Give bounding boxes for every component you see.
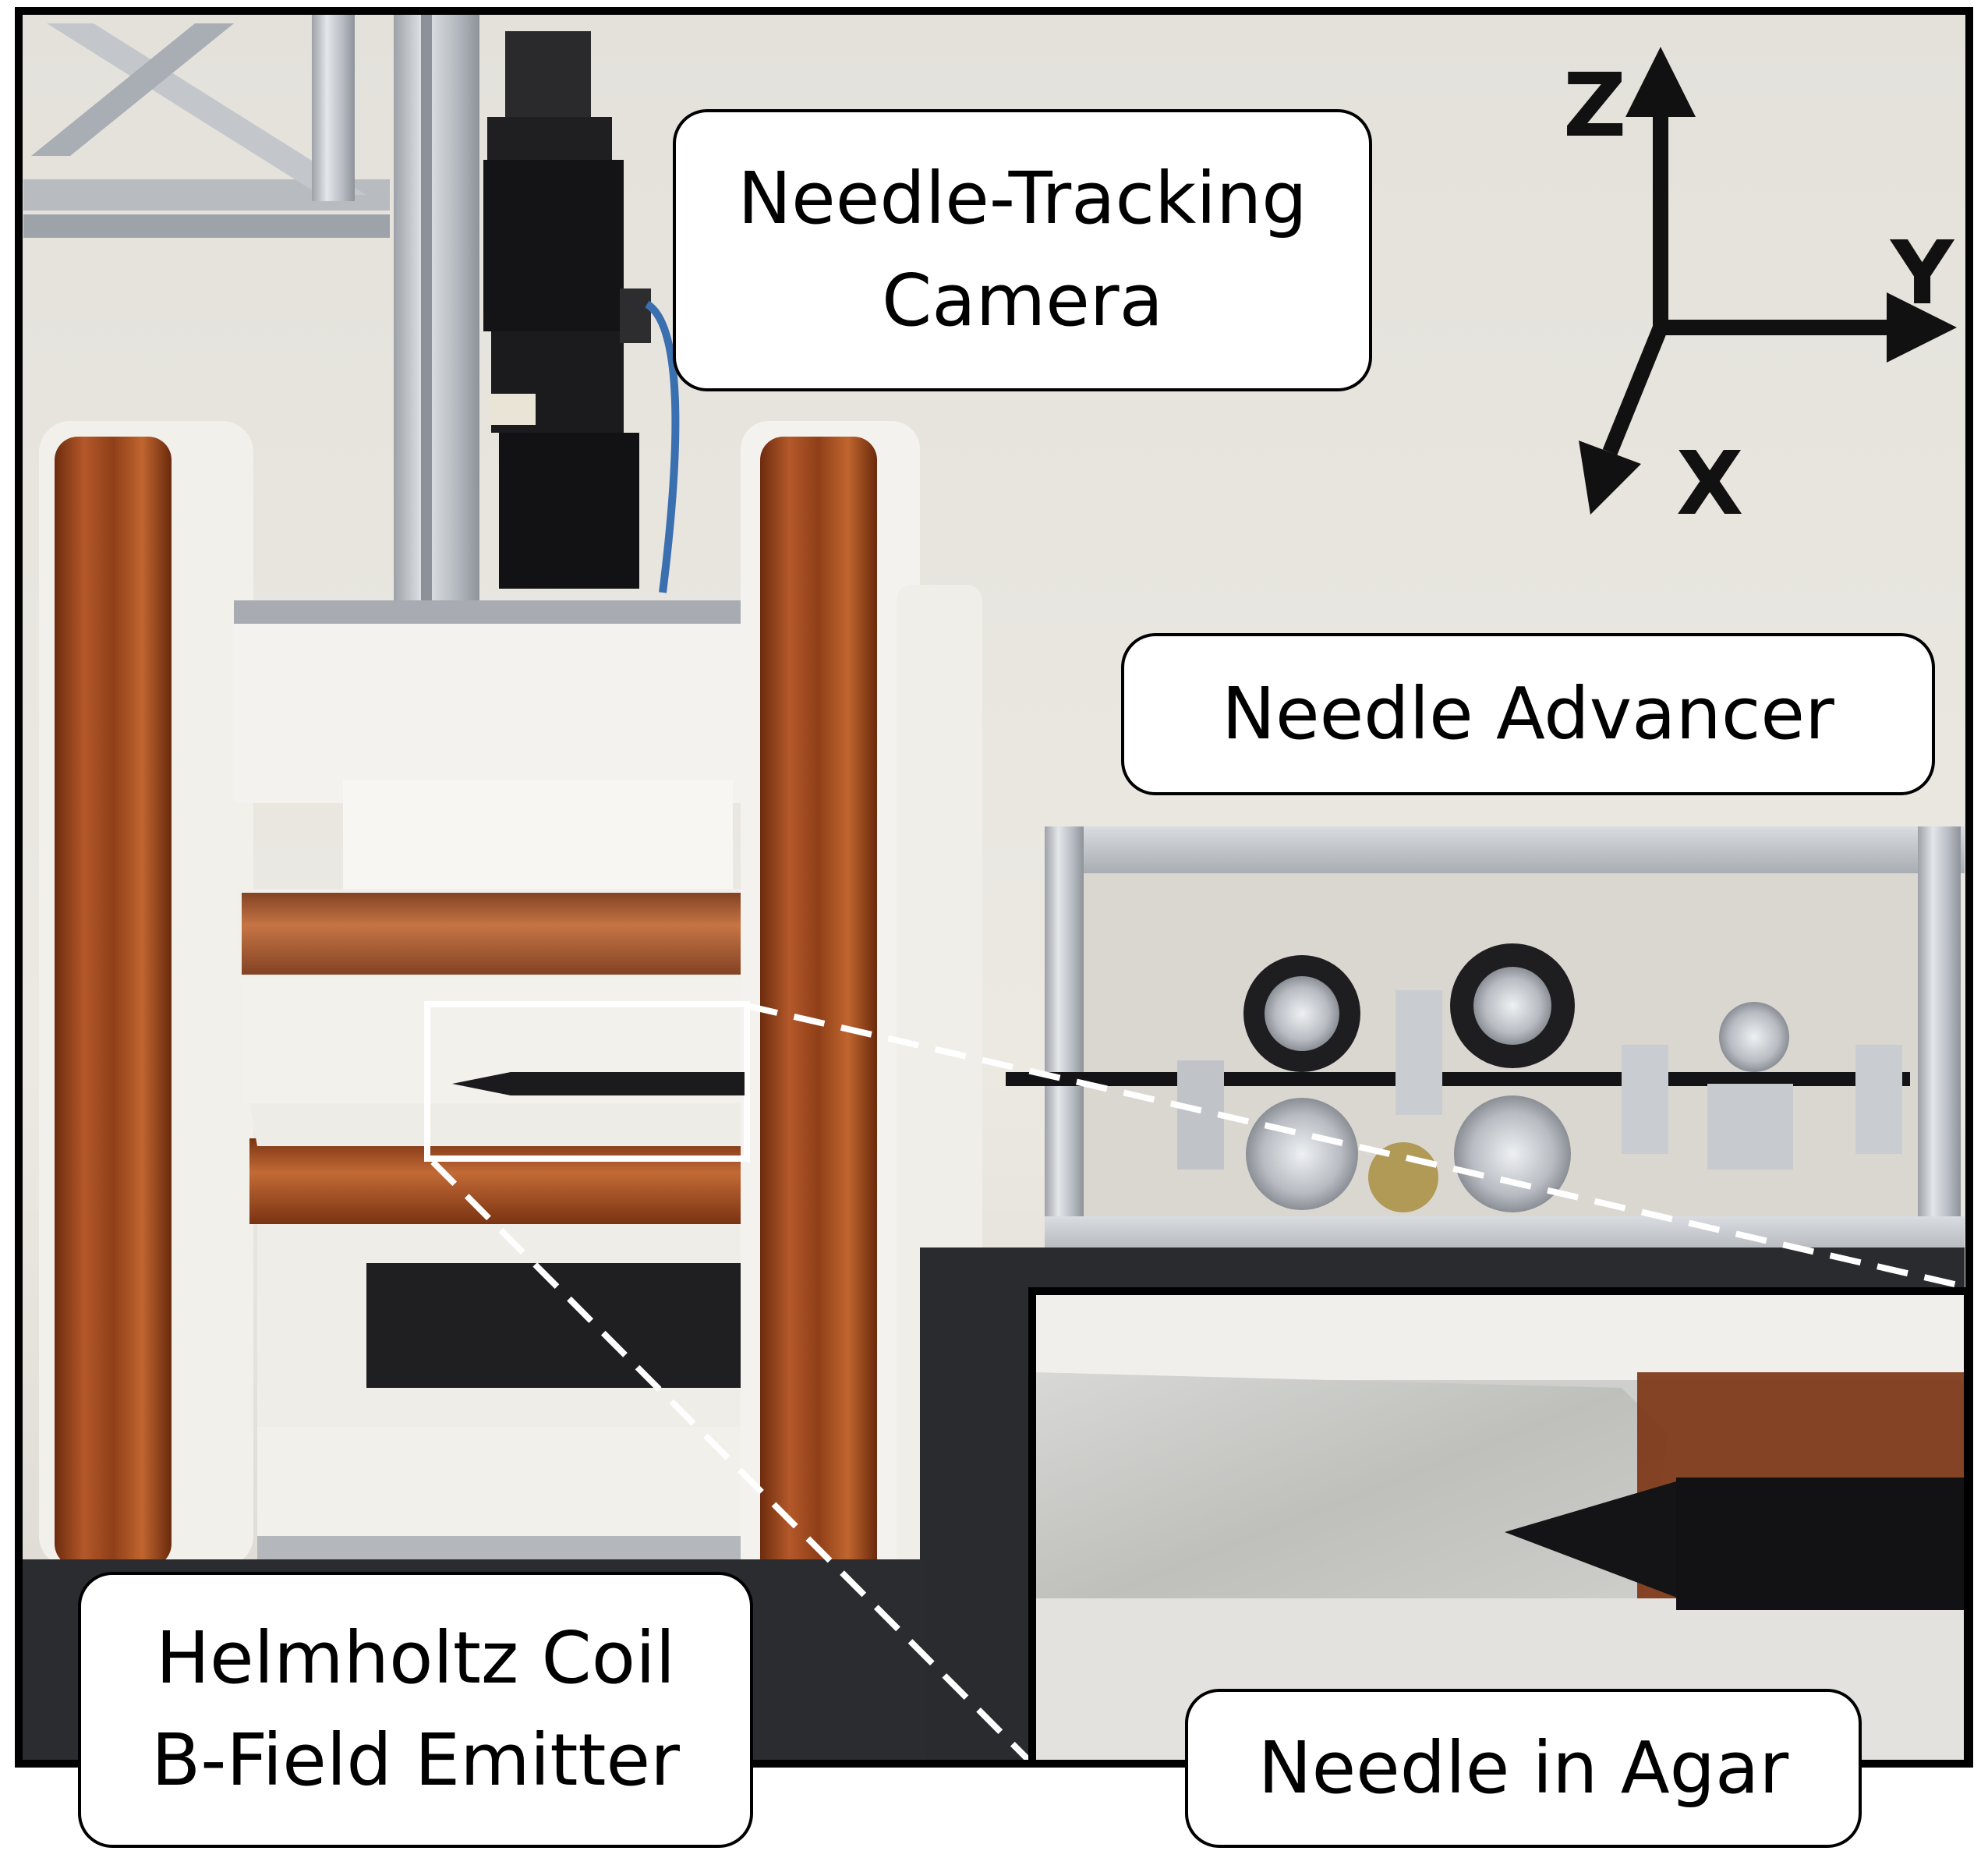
agar-label-line1: Needle in Agar <box>1258 1725 1789 1810</box>
axis-z-label: Z <box>1563 55 1627 157</box>
label-needle-tracking-camera: Needle-Tracking Camera <box>673 109 1372 391</box>
camera-label-line2: Camera <box>881 259 1164 342</box>
camera-label-line1: Needle-Tracking <box>738 157 1307 241</box>
axis-x-label: X <box>1676 434 1744 535</box>
photo-border <box>15 7 1973 1768</box>
aluminum-truss <box>23 14 390 238</box>
coordinate-axes <box>1579 47 1957 515</box>
label-needle-advancer: Needle Advancer <box>1121 633 1935 795</box>
agar-inset <box>1028 1287 1972 1768</box>
z-arrow-icon <box>1625 47 1696 117</box>
zoom-line-top <box>746 1003 1965 1290</box>
advancer-label-line1: Needle Advancer <box>1222 671 1834 756</box>
y-arrow-icon <box>1887 292 1957 363</box>
left-helmholtz-coil <box>39 421 253 1567</box>
coil-support-frame <box>234 600 803 1559</box>
camera-cable <box>645 300 680 593</box>
zoom-line-bottom <box>430 1159 1031 1763</box>
needle-advancer-device <box>1006 826 1965 1263</box>
label-helmholtz-coil: Helmholtz Coil B-Field Emitter <box>78 1572 753 1848</box>
axis-y-label: Y <box>1891 223 1954 324</box>
coil-label-line1: Helmholtz Coil <box>155 1616 676 1701</box>
needle-small <box>452 1072 745 1095</box>
camera-body <box>483 31 651 589</box>
x-arrow-icon <box>1579 441 1641 515</box>
zoom-source-rectangle <box>424 1001 750 1162</box>
coil-label-line2: B-Field Emitter <box>151 1718 680 1802</box>
label-needle-in-agar: Needle in Agar <box>1185 1689 1862 1848</box>
